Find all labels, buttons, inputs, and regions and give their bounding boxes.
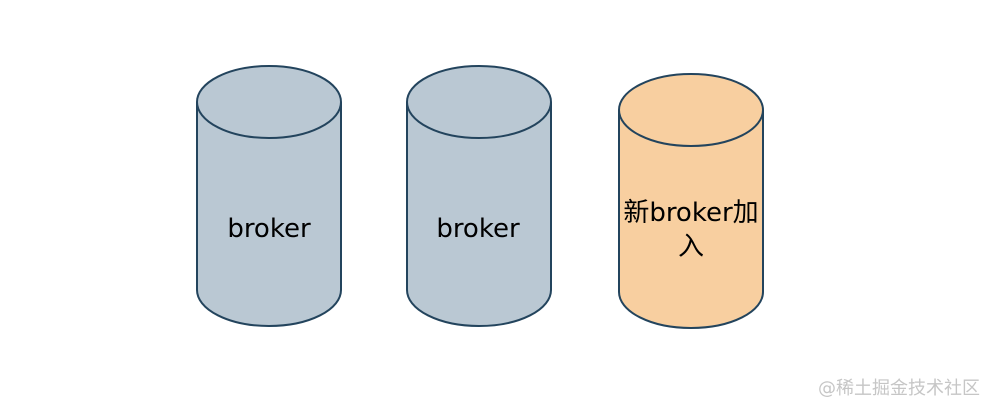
cylinder-top (618, 73, 764, 147)
new-broker-cylinder (618, 73, 764, 329)
broker-label-2: broker (436, 214, 520, 244)
broker-cylinder-2 (406, 65, 552, 327)
cylinder-body (196, 102, 342, 327)
cylinder-body (618, 110, 764, 329)
cylinder-body (406, 102, 552, 327)
broker-cylinder-1 (196, 65, 342, 327)
broker-label-1: broker (227, 214, 311, 244)
watermark-text: @稀土掘金技术社区 (818, 378, 980, 399)
cylinder-top (406, 65, 552, 139)
cylinder-top (196, 65, 342, 139)
new-broker-label: 新broker加入 (623, 198, 759, 262)
